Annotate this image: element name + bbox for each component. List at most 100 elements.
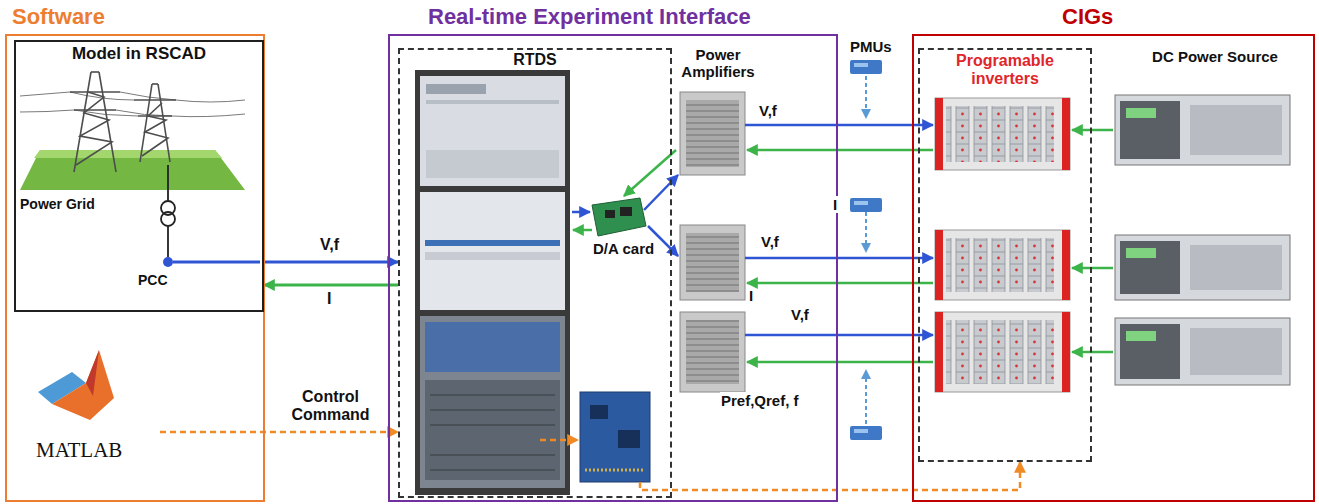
signal-arrow: [540, 76, 1113, 490]
programmable-inverter: [935, 230, 943, 300]
power-grid-illustration: [134, 99, 176, 101]
signal-connector: [264, 284, 398, 287]
signal-arrow: [745, 334, 933, 337]
matlab-logo: [38, 350, 114, 420]
rtds-rack: [420, 76, 565, 186]
dc-power-source: [1115, 235, 1290, 300]
signal-arrow: [865, 212, 867, 252]
power-amplifier: [680, 92, 745, 392]
interface-card: [585, 469, 645, 472]
programmable-inverter: [946, 320, 1054, 384]
dc-power-source: [1120, 324, 1180, 379]
matlab-logo: [52, 350, 114, 420]
matlab-logo: [86, 350, 99, 396]
signal-arrow: [747, 149, 933, 152]
rtds-rack: [420, 192, 565, 310]
signal-arrow: [540, 439, 578, 442]
power-grid-illustration: [176, 100, 245, 102]
rtds-rack: [415, 70, 570, 495]
dc-power-source: [1190, 105, 1282, 155]
signal-arrow: [1072, 351, 1113, 354]
dc-power-source: [1126, 108, 1156, 118]
power-grid-illustration: [70, 91, 120, 93]
pmu-device: [854, 63, 868, 67]
power-grid-illustration: [70, 72, 176, 172]
interface-card: [580, 392, 650, 482]
rtds-rack: [425, 322, 560, 372]
rtds-rack: [420, 316, 565, 488]
rtds-rack: [426, 100, 559, 104]
power-amplifier: [680, 225, 745, 300]
power-grid-illustration: [172, 114, 245, 117]
programmable-inverter: [1062, 312, 1070, 392]
power-grid-illustration: [20, 110, 74, 112]
programmable-inverter: [1062, 230, 1070, 300]
signal-arrow: [745, 257, 933, 260]
signal-arrow: [865, 370, 867, 424]
signal-arrow: [747, 361, 933, 364]
callout-label: V,f: [790, 306, 810, 323]
rtds-rack: [426, 150, 559, 178]
panel-title: CIGs: [1062, 4, 1113, 29]
power-amplifier: [686, 233, 739, 292]
rtds-rack: [426, 84, 486, 94]
callout-label: V,f: [760, 233, 780, 250]
software-panel: SoftwareModel in RSCADPower GridPCCMATLA…: [5, 34, 265, 502]
power-grid-illustration: [20, 92, 245, 117]
dc-power-source: [1120, 241, 1180, 294]
signal-connector: [160, 431, 398, 434]
power-grid-illustration: [20, 92, 70, 96]
programmable-inverter: [946, 106, 1054, 162]
interface-card: [618, 430, 640, 448]
signal-arrow: [1072, 267, 1113, 270]
pmu-device: [854, 201, 868, 205]
power-grid-illustration: [161, 212, 175, 226]
signal-arrow: [624, 150, 676, 196]
power-grid-illustration: [138, 115, 172, 117]
signal-arrow: [745, 124, 933, 127]
pmu-device: [854, 429, 868, 433]
signal-arrow: [1072, 129, 1113, 132]
power-grid-illustration: [142, 103, 168, 156]
edge-label: Control Command: [281, 388, 380, 425]
programmable-inverter: [935, 98, 1070, 170]
pmu-device: [850, 60, 882, 440]
programmable-inverter: [935, 230, 1070, 300]
da-card: [620, 207, 632, 216]
callout-label: Power Amplifiers: [676, 46, 760, 81]
power-amplifier: [680, 92, 745, 175]
dc-power-source: [1115, 318, 1290, 385]
power-grid-illustration: [120, 92, 176, 100]
signal-arrow: [747, 282, 933, 285]
power-amplifier: [686, 100, 739, 167]
callout-label: I: [832, 196, 838, 213]
dc-power-source: [1126, 248, 1156, 258]
box-title: Model in RSCAD: [16, 44, 262, 64]
signal-connector: [672, 462, 1020, 490]
power-grid-illustration: [91, 71, 99, 73]
signal-arrow: [640, 482, 668, 490]
dc-power-source: [1120, 101, 1180, 159]
group-title: Programable inverters: [930, 52, 1080, 89]
programmable-inverter: [935, 312, 1070, 392]
box-title: RTDS: [400, 51, 670, 69]
callout-label: Pref,Qref, f: [720, 392, 800, 409]
signal-arrow: [573, 229, 592, 232]
programmable-inverter: [935, 98, 1070, 392]
pmu-device: [850, 198, 882, 212]
da-card: [605, 210, 615, 218]
power-grid-illustration: [76, 92, 112, 165]
dc-power-source: [1126, 331, 1156, 341]
rtds-rack: [425, 240, 560, 246]
signal-arrow: [865, 76, 867, 118]
power-grid-illustration: [74, 109, 116, 111]
power-grid-illustration: [167, 165, 169, 201]
panel-title: Real-time Experiment Interface: [428, 4, 751, 29]
model-box: Model in RSCADPower GridPCC: [14, 40, 264, 312]
power-amplifier: [686, 320, 739, 384]
dc-power-source: [1115, 95, 1290, 385]
rtds-rack: [430, 395, 555, 470]
